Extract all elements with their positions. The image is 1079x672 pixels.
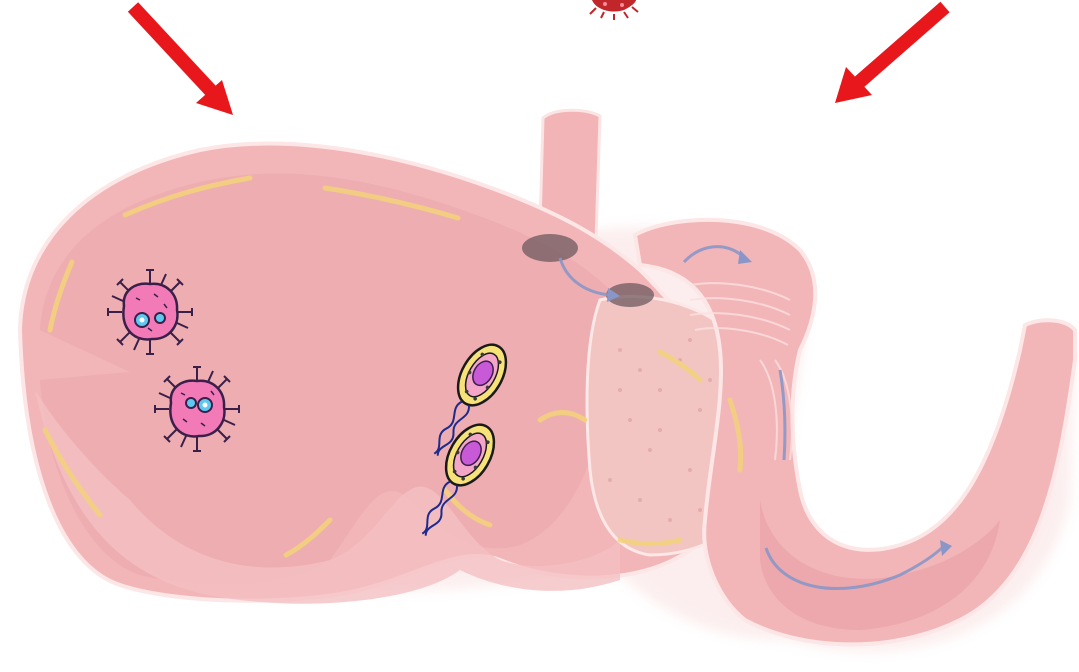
cardiac-opening (522, 234, 578, 262)
germ-icon (590, 0, 638, 20)
virus-icon (108, 270, 192, 354)
virus-icon (155, 367, 239, 451)
red-arrow-icon (133, 7, 233, 115)
red-arrow-icon (835, 7, 945, 103)
